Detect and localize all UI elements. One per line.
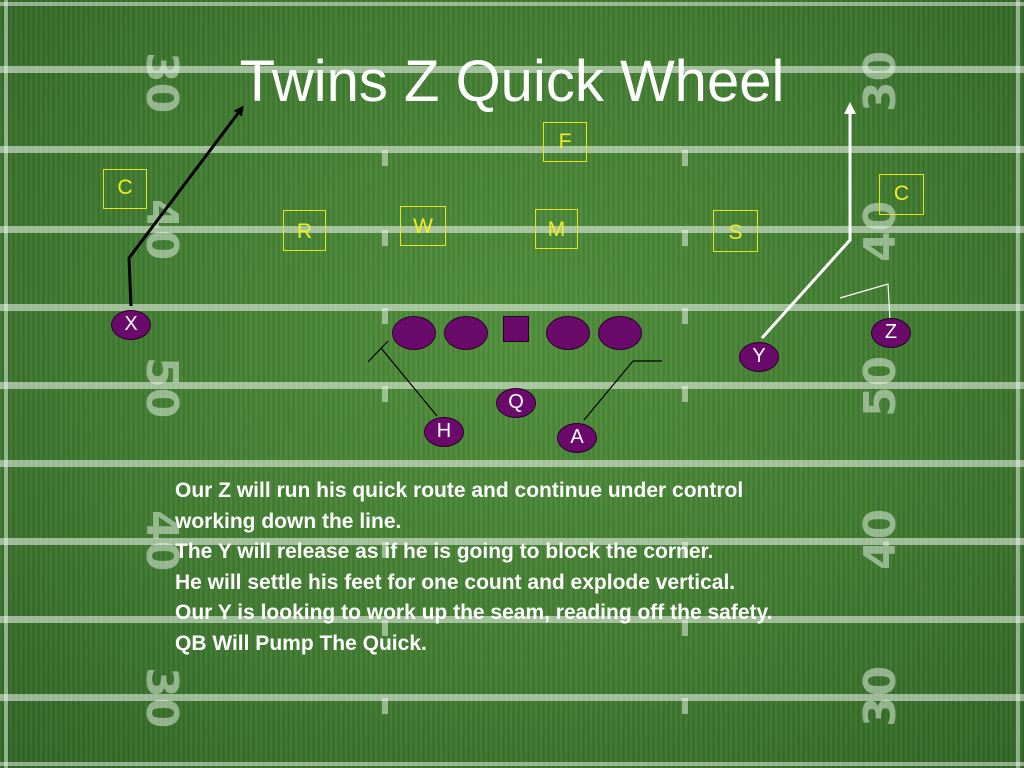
defender-rover: R [283, 210, 326, 251]
hash-mark [382, 230, 388, 246]
hash-mark [382, 620, 388, 636]
note-line: Our Z will run his quick route and conti… [175, 479, 744, 502]
note-line: Our Y is looking to work up the seam, re… [175, 601, 773, 624]
x-route [127, 105, 244, 307]
receiver-x: X [111, 310, 151, 340]
yard-line [0, 616, 1024, 623]
right-guard [546, 316, 590, 350]
note-line: The Y will release as if he is going to … [175, 540, 714, 563]
play-notes: Our Z will run his quick route and conti… [175, 476, 935, 659]
hash-mark [682, 230, 688, 246]
sideline-bottom [0, 762, 1024, 766]
hash-mark [682, 698, 688, 714]
yard-line [0, 694, 1024, 701]
receiver-y: Y [739, 342, 779, 372]
yard-line [0, 460, 1024, 467]
receiver-z: Z [871, 318, 911, 348]
defender-strong-safety: S [713, 210, 758, 252]
z-route [839, 283, 891, 321]
hash-mark [682, 308, 688, 324]
h-block [380, 347, 438, 417]
defender-mike: M [535, 209, 578, 249]
yard-line [0, 538, 1024, 545]
sideline-right [1016, 0, 1020, 768]
hash-mark [682, 386, 688, 402]
note-line: He will settle his feet for one count an… [175, 570, 736, 594]
yard-line [0, 66, 1024, 73]
hash-mark [382, 386, 388, 402]
yard-line [0, 226, 1024, 233]
left-guard [444, 316, 488, 350]
yard-line [0, 382, 1024, 389]
h-block-tee [367, 340, 389, 363]
hash-mark [382, 308, 388, 324]
yard-line [0, 304, 1024, 311]
back-a: A [557, 423, 597, 453]
note-line: working down the line. [175, 509, 402, 533]
hash-mark [682, 150, 688, 166]
hash-mark [382, 542, 388, 558]
back-h: H [424, 417, 464, 447]
defender-right-corner: C [879, 174, 924, 215]
hash-mark [382, 698, 388, 714]
hash-mark [382, 150, 388, 166]
yard-line [0, 146, 1024, 153]
a-block [583, 360, 634, 421]
defender-will: W [400, 206, 446, 246]
right-tackle [598, 316, 642, 350]
sideline-top [0, 2, 1024, 6]
left-tackle [392, 316, 436, 350]
y-route [760, 102, 856, 340]
quarterback: Q [496, 388, 536, 418]
defender-left-corner: C [103, 169, 147, 209]
sideline-left [4, 0, 8, 768]
note-line: QB Will Pump The Quick. [175, 631, 427, 655]
slide-title: Twins Z Quick Wheel [239, 49, 785, 114]
hash-mark [682, 620, 688, 636]
defender-free-safety: F [543, 122, 587, 162]
center [503, 316, 529, 342]
hash-mark [682, 542, 688, 558]
